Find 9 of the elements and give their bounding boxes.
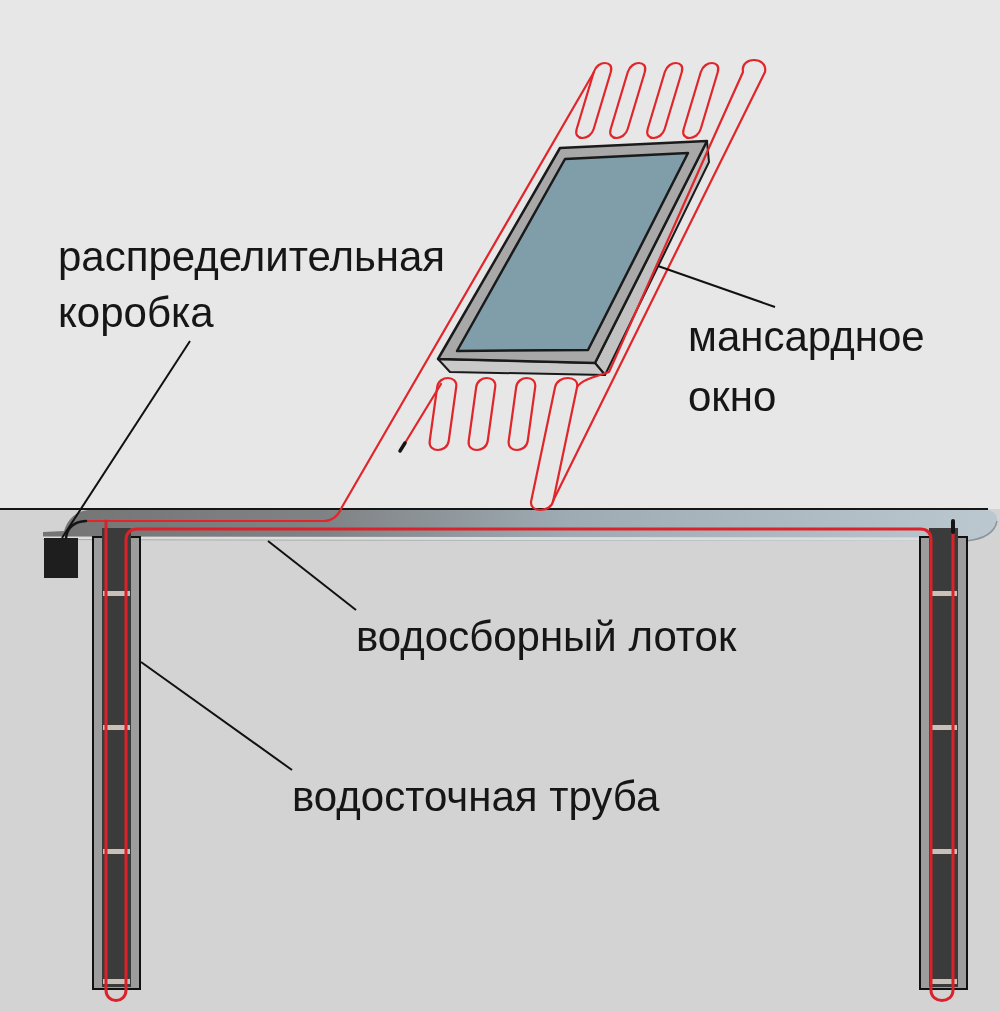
leader-line <box>140 661 293 771</box>
part-label: водосточная труба <box>292 769 660 825</box>
junction-box <box>44 538 78 578</box>
part-label: водосборный лоток <box>356 609 737 665</box>
leader-line <box>61 340 191 539</box>
part-label: мансардное окно <box>688 307 925 427</box>
leader-line <box>267 540 357 611</box>
part-label: распределительная коробка <box>58 229 446 341</box>
leader-line <box>657 265 776 308</box>
